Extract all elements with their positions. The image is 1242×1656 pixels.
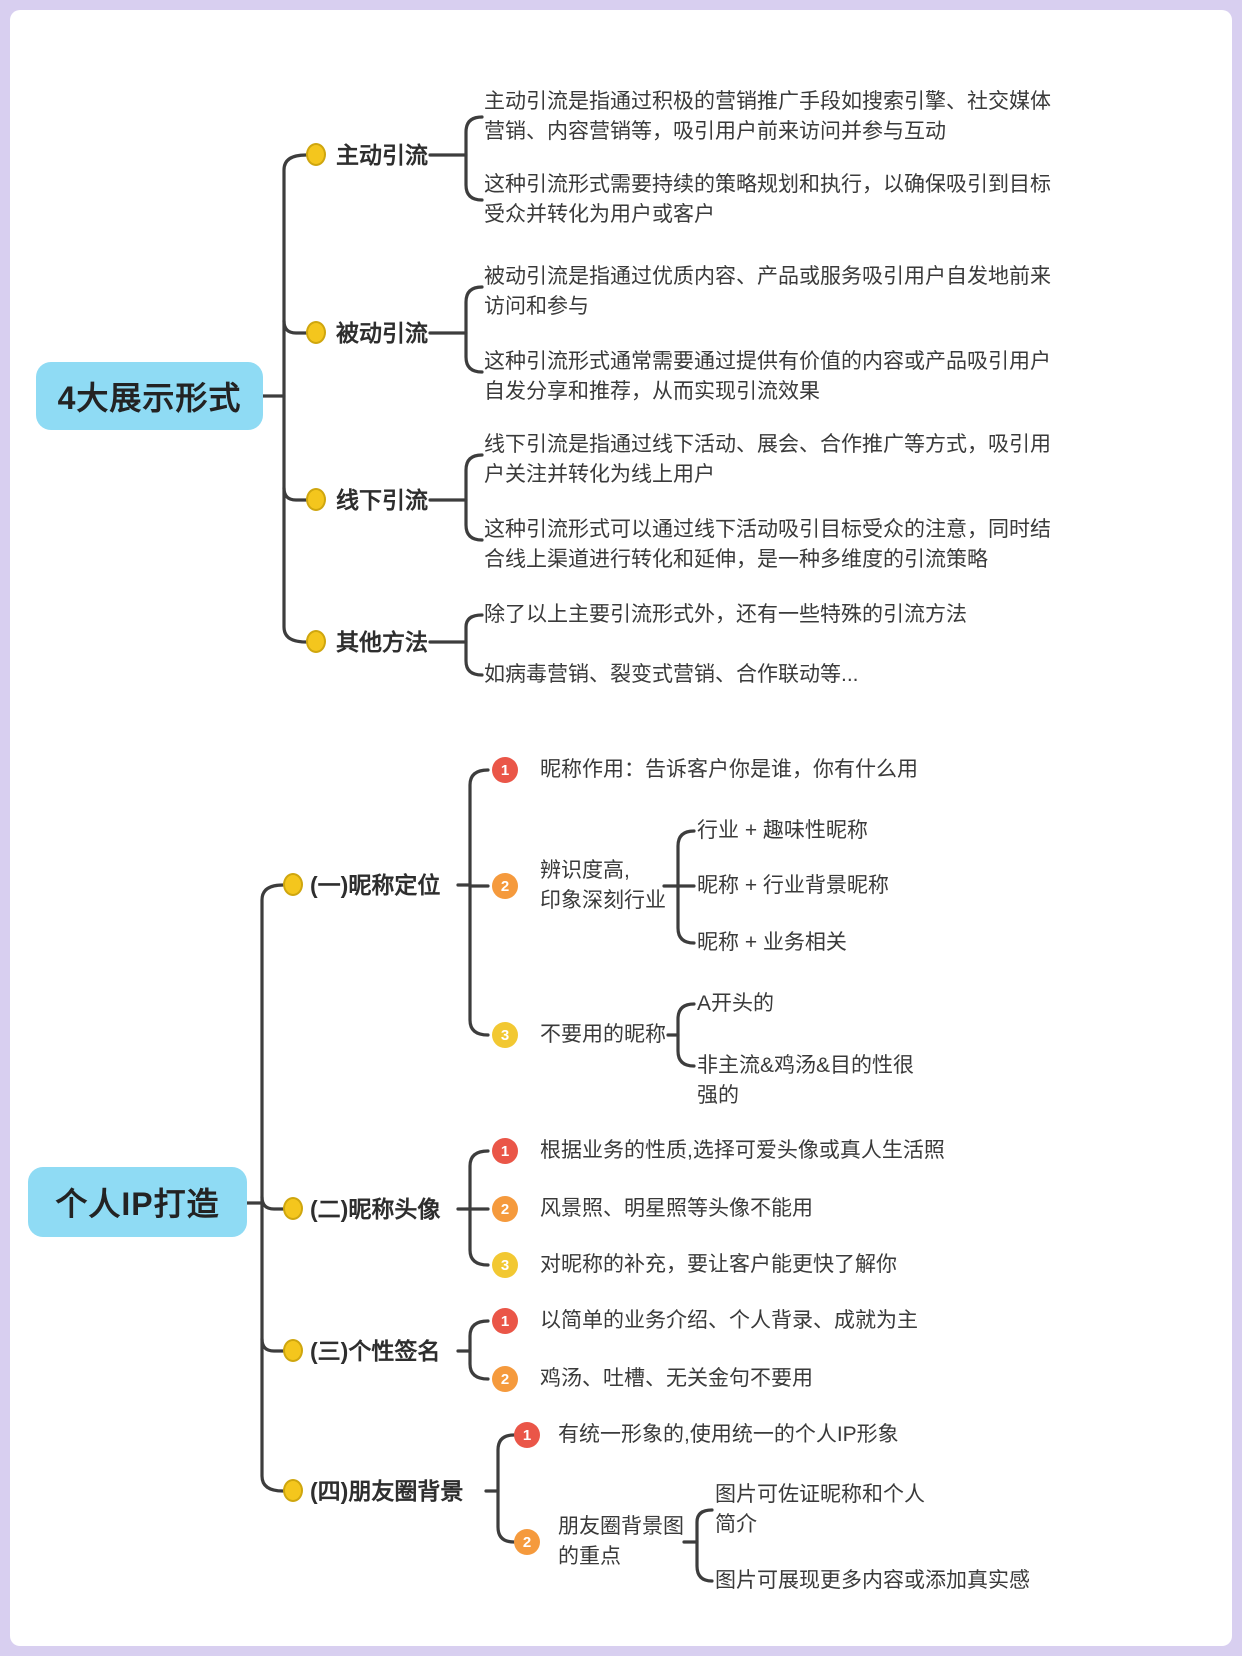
number-1-icon: 1 [492, 757, 518, 783]
item-text: 根据业务的性质,选择可爱头像或真人生活照 [540, 1139, 945, 1162]
sub-item-text: 昵称 + 行业背景昵称 [697, 874, 889, 897]
branch-note: 这种引流形式需要持续的策略规划和执行，以确保吸引到目标受众并转化为用户或客户 [484, 173, 1051, 226]
branch-dot-icon [283, 1479, 303, 1502]
sub-item-text-line: 简介 [715, 1513, 757, 1536]
branch-dot-icon [306, 488, 326, 511]
branch-note: 线下引流是指通过线下活动、展会、合作推广等方式，吸引用户关注并转化为线上用户 [484, 433, 1051, 486]
branch-note: 被动引流是指通过优质内容、产品或服务吸引用户自发地前来访问和参与 [484, 265, 1051, 318]
item-text: 朋友圈背景图 的重点 [558, 1512, 708, 1572]
branch-note: 主动引流是指通过积极的营销推广手段如搜索引擎、社交媒体营销、内容营销等，吸引用户… [484, 90, 1051, 143]
number-2-icon: 2 [492, 1196, 518, 1222]
branch-dot-icon [306, 630, 326, 653]
branch-note: 这种引流形式可以通过线下活动吸引目标受众的注意，同时结合线上渠道进行转化和延伸，… [484, 518, 1051, 571]
item-text: 昵称作用：告诉客户你是谁，你有什么用 [540, 758, 918, 781]
number-1-icon: 1 [492, 1308, 518, 1334]
item-text: 对昵称的补充，要让客户能更快了解你 [540, 1253, 897, 1276]
sub-item-text: 图片可展现更多内容或添加真实感 [715, 1569, 1030, 1592]
item-text: 有统一形象的,使用统一的个人IP形象 [558, 1423, 899, 1446]
number-3-icon: 3 [492, 1022, 518, 1048]
item-text: 以简单的业务介绍、个人背录、成就为主 [540, 1309, 918, 1332]
branch-label: 主动引流 [336, 142, 428, 168]
branch-dot-icon [283, 1339, 303, 1362]
branch-dot-icon [283, 873, 303, 896]
item-text-line: 的重点 [558, 1545, 621, 1568]
item-text-line: 朋友圈背景图 [558, 1515, 684, 1538]
number-2-icon: 2 [492, 1366, 518, 1392]
branch-label: (二)昵称头像 [310, 1196, 441, 1222]
item-text-line: 印象深刻行业 [540, 889, 666, 912]
number-1-icon: 1 [492, 1138, 518, 1164]
item-text-line: 辨识度高, [540, 859, 630, 882]
mindmap-canvas [10, 10, 1232, 1646]
sub-item-text-line: 图片可佐证昵称和个人 [715, 1483, 925, 1506]
branch-label: (一)昵称定位 [310, 872, 441, 898]
sub-item-text: 行业 + 趣味性昵称 [697, 819, 868, 842]
branch-dot-icon [283, 1197, 303, 1220]
branch-label: (四)朋友圈背景 [310, 1478, 464, 1504]
root-node-display-forms: 4大展示形式 [36, 362, 263, 430]
branch-dot-icon [306, 143, 326, 166]
item-text: 不要用的昵称 [540, 1023, 666, 1046]
item-text: 风景照、明星照等头像不能用 [540, 1197, 813, 1220]
sub-item-text: 非主流&鸡汤&目的性很 强的 [697, 1051, 932, 1111]
item-text: 鸡汤、吐槽、无关金句不要用 [540, 1367, 813, 1390]
branch-label: 线下引流 [336, 487, 428, 513]
branch-label: 其他方法 [336, 629, 428, 655]
number-2-icon: 2 [492, 873, 518, 899]
item-text: 辨识度高, 印象深刻行业 [540, 856, 690, 916]
number-1-icon: 1 [514, 1422, 540, 1448]
sub-item-text: A开头的 [697, 992, 775, 1015]
branch-dot-icon [306, 321, 326, 344]
sub-item-text: 图片可佐证昵称和个人 简介 [715, 1480, 945, 1540]
root-node-personal-ip: 个人IP打造 [28, 1167, 247, 1237]
branch-note: 如病毒营销、裂变式营销、合作联动等... [484, 663, 859, 686]
branch-label: 被动引流 [336, 320, 428, 346]
number-3-icon: 3 [492, 1252, 518, 1278]
sub-item-text: 昵称 + 业务相关 [697, 931, 847, 954]
branch-note: 除了以上主要引流形式外，还有一些特殊的引流方法 [484, 603, 967, 626]
branch-label: (三)个性签名 [310, 1338, 441, 1364]
number-2-icon: 2 [514, 1529, 540, 1555]
sub-item-text-line: 强的 [697, 1084, 739, 1107]
sub-item-text-line: 非主流&鸡汤&目的性很 [697, 1054, 915, 1077]
branch-note: 这种引流形式通常需要通过提供有价值的内容或产品吸引用户自发分享和推荐，从而实现引… [484, 350, 1051, 403]
